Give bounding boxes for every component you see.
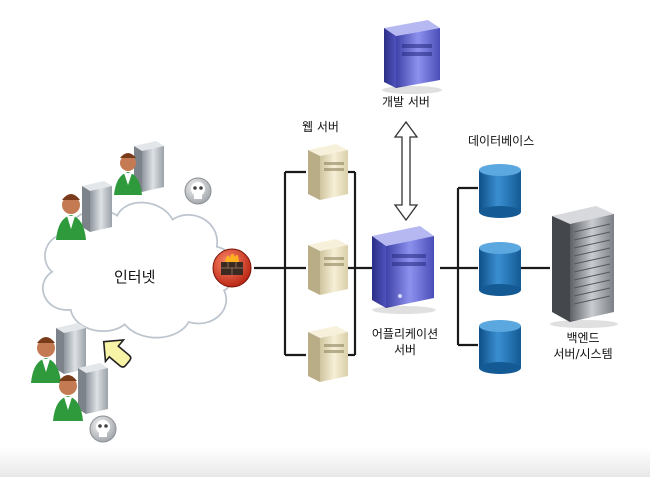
web-server-2-icon	[308, 239, 348, 295]
database-1-icon	[479, 164, 521, 218]
dev-server-icon	[382, 20, 442, 94]
app-server-icon	[372, 226, 436, 314]
backend-label-line2: 서버/시스템	[553, 347, 613, 361]
connector-lines	[254, 170, 550, 357]
internet-label: 인터넷	[114, 268, 156, 286]
backend-label-line1: 백엔드	[566, 331, 600, 345]
arrow-icon	[102, 339, 132, 368]
web-server-3-icon	[308, 326, 348, 382]
user-workstation-bottom-bottom	[53, 363, 108, 421]
app-server-label-line2: 서버	[393, 343, 417, 357]
database-label: 데이터베이스	[468, 134, 535, 148]
firewall-icon	[212, 248, 252, 288]
backend-rack-icon	[550, 206, 618, 328]
skull-icon	[89, 415, 117, 443]
internet-cloud	[42, 201, 237, 339]
dev-server-label: 개발 서버	[382, 95, 430, 109]
database-2-icon	[479, 242, 521, 296]
user-workstation-top-left	[56, 181, 112, 240]
double-arrow-icon	[393, 120, 419, 222]
floor-shadow	[0, 448, 650, 477]
web-server-label: 웹 서버	[302, 120, 339, 134]
database-3-icon	[479, 320, 521, 374]
skull-icon	[184, 177, 212, 205]
app-server-label-line1: 어플리케이션	[371, 327, 439, 341]
user-workstation-top-right	[114, 141, 164, 195]
user-workstation-bottom-top	[31, 323, 86, 383]
web-server-1-icon	[308, 144, 348, 200]
